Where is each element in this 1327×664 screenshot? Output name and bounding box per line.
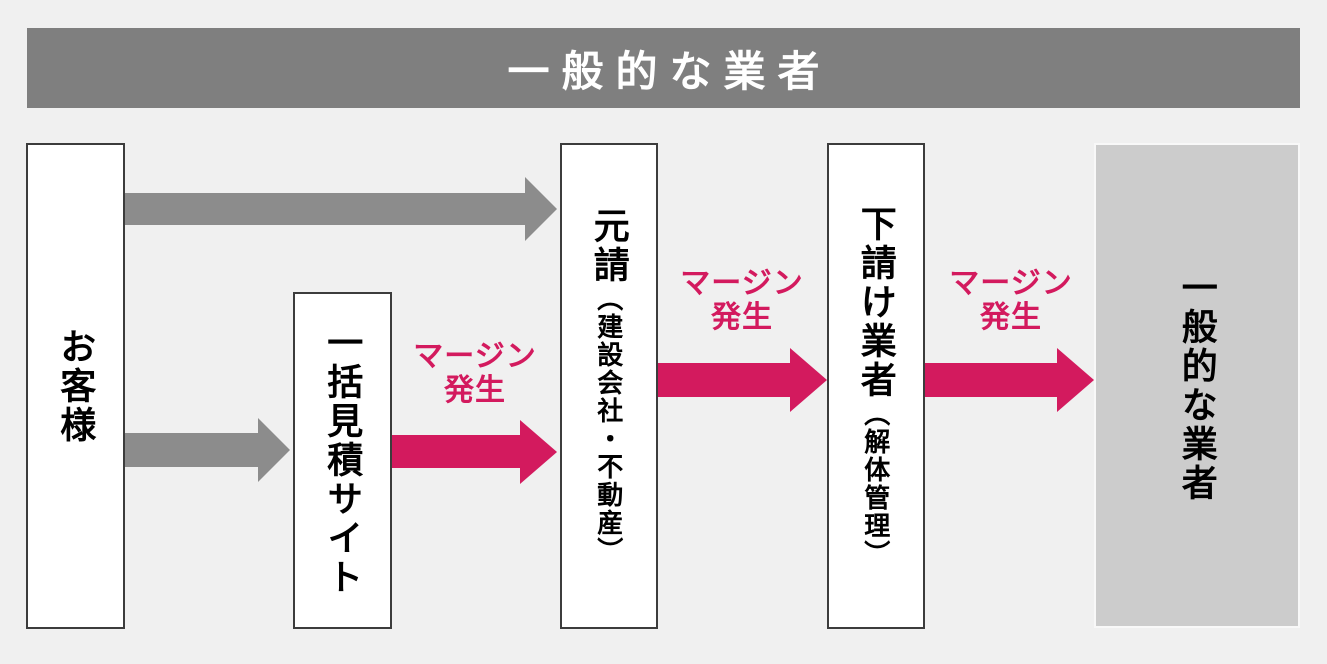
node-label: 下請け業者 xyxy=(855,204,897,400)
arrow-head-icon xyxy=(790,348,827,412)
arrow-body xyxy=(125,433,258,467)
arrow-head-icon xyxy=(258,418,290,482)
node-general-contractor: 一般的な業者 xyxy=(1094,143,1300,628)
margin-label-line: 発生 xyxy=(444,374,506,407)
margin-label-line: 発生 xyxy=(711,301,773,334)
arrow-head-icon xyxy=(525,177,557,241)
node-label: 元請 xyxy=(588,207,630,285)
arrow-body xyxy=(658,363,790,397)
banner-title: 一般的な業者 xyxy=(507,47,832,95)
arrow-body xyxy=(925,363,1057,397)
arrow-head-icon xyxy=(1057,348,1094,412)
node-subcontractor: 下請け業者（解体管理） xyxy=(827,143,925,629)
arrow-body xyxy=(392,435,520,468)
node-prime-contractor: 元請（建設会社・不動産） xyxy=(560,143,658,629)
margin-label-prime-to-subcontractor: マージン 発生 xyxy=(657,267,827,335)
node-label: お客様 xyxy=(55,327,97,445)
node-sublabel: （解体管理） xyxy=(860,399,891,568)
arrow-head-icon xyxy=(520,420,557,484)
margin-label-line: マージン xyxy=(680,267,804,300)
margin-label-subcontractor-to-general: マージン 発生 xyxy=(926,267,1096,335)
margin-label-quote-site-to-prime: マージン 発生 xyxy=(390,340,560,408)
node-label: 一括見積サイト xyxy=(322,324,364,597)
node-label: 一般的な業者 xyxy=(1176,268,1218,503)
margin-label-line: マージン xyxy=(413,340,537,373)
margin-label-line: マージン xyxy=(949,267,1073,300)
banner: 一般的な業者 xyxy=(27,28,1300,108)
margin-label-line: 発生 xyxy=(980,301,1042,334)
arrow-body xyxy=(125,193,525,225)
node-sublabel: （建設会社・不動産） xyxy=(593,285,624,565)
node-quote-site: 一括見積サイト xyxy=(293,292,392,629)
node-customer: お客様 xyxy=(26,143,125,629)
